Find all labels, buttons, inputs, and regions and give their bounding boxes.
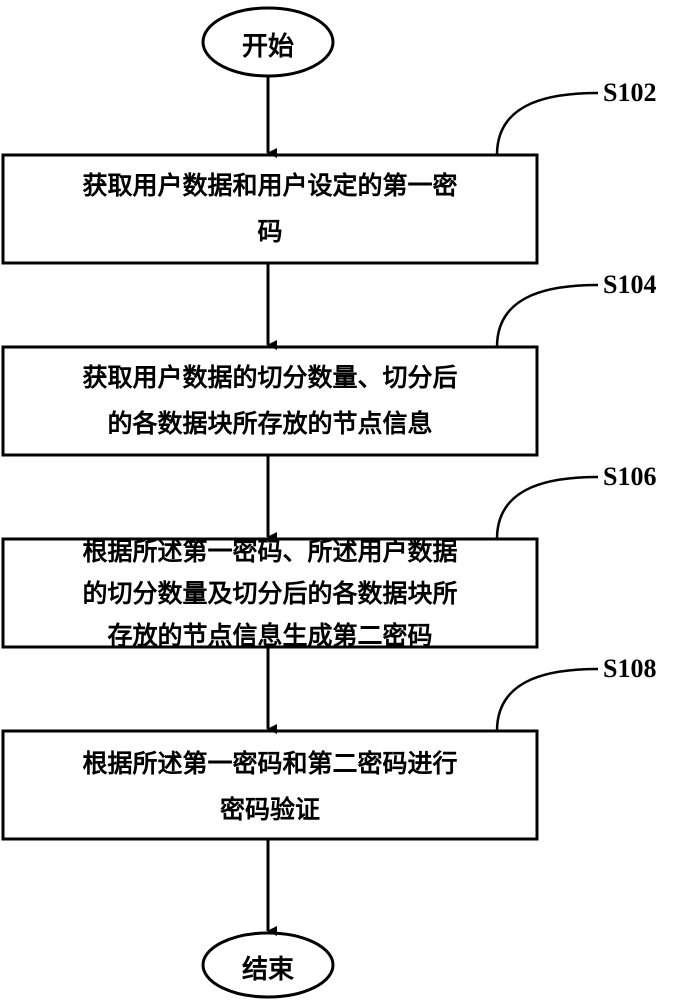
step-text-line: 获取用户数据和用户设定的第一密	[82, 171, 458, 200]
start-label: 开始	[241, 32, 294, 62]
step-text-line: 获取用户数据的切分数量、切分后	[82, 363, 458, 392]
step-text-line: 存放的节点信息生成第二密码	[107, 621, 433, 650]
leader-s102	[495, 91, 599, 156]
step-text-line: 的各数据块所存放的节点信息	[107, 409, 433, 438]
step-text-line: 码	[257, 217, 283, 246]
leader-s108	[495, 667, 599, 732]
leader-s106	[495, 475, 599, 540]
step-label-s102: S102	[603, 78, 657, 107]
step-label-s108: S108	[603, 654, 657, 683]
step-label-s104: S104	[603, 270, 657, 299]
step-text-line: 根据所述第一密码、所述用户数据	[82, 537, 458, 566]
step-text-s104: 获取用户数据的切分数量、切分后 的各数据块所存放的节点信息	[3, 355, 537, 447]
step-text-s108: 根据所述第一密码和第二密码进行 密码验证	[3, 741, 537, 833]
end-label: 结束	[241, 955, 294, 985]
step-text-line: 根据所述第一密码和第二密码进行	[82, 749, 458, 778]
step-text-s102: 获取用户数据和用户设定的第一密 码	[3, 163, 537, 255]
leader-s104	[495, 283, 599, 348]
step-text-line: 的切分数量及切分后的各数据块所	[82, 579, 458, 608]
step-label-s106: S106	[603, 462, 657, 491]
step-text-s106: 根据所述第一密码、所述用户数据 的切分数量及切分后的各数据块所 存放的节点信息生…	[3, 531, 537, 657]
step-text-line: 密码验证	[219, 795, 320, 824]
